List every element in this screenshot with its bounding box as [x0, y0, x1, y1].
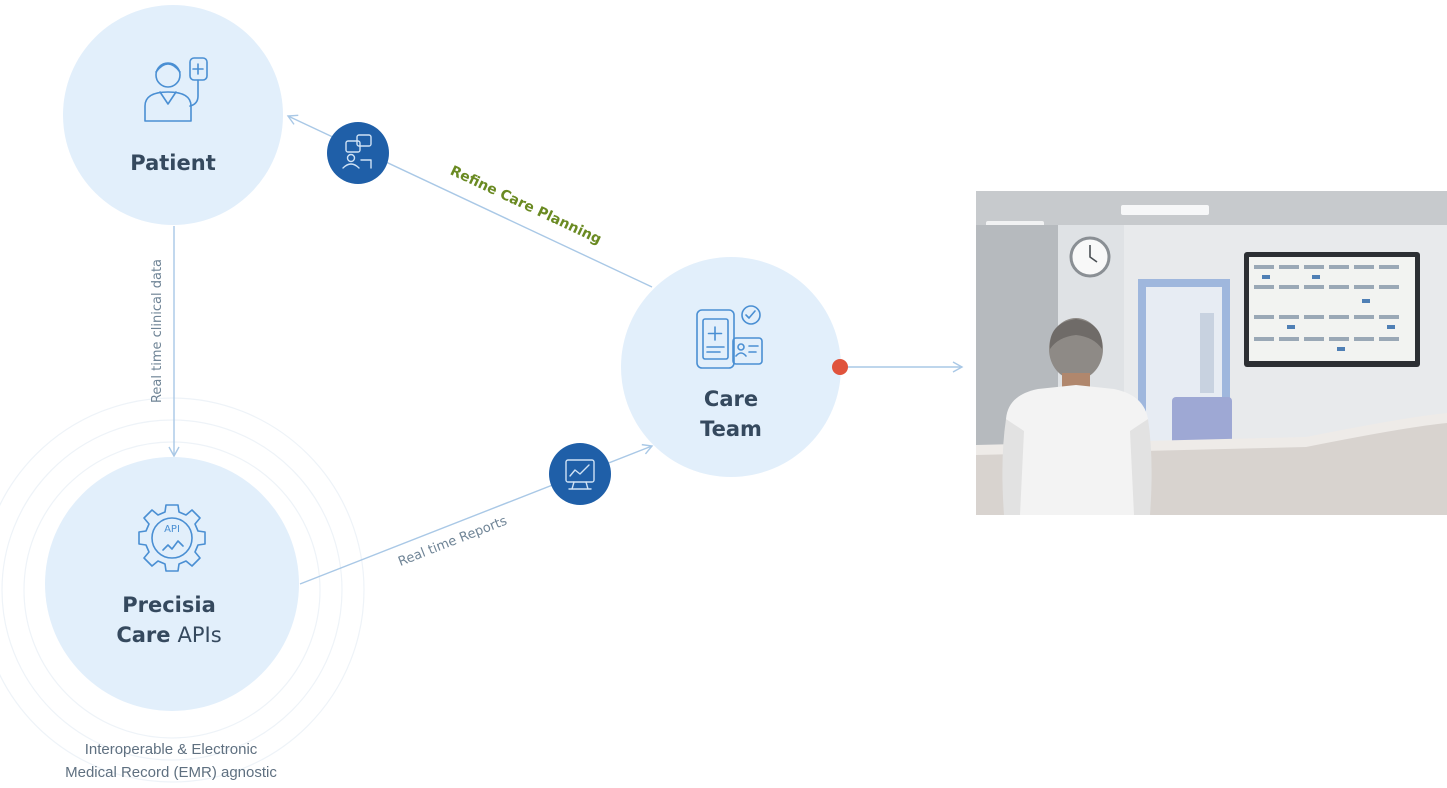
precisia-rings — [0, 397, 365, 783]
api-gear-icon — [138, 504, 206, 572]
care-planning-icon — [342, 134, 372, 169]
reports-badge — [549, 443, 611, 505]
care-planning-badge — [327, 122, 389, 184]
patient-label: Patient — [130, 151, 215, 175]
care-team-label-line2: Team — [700, 417, 762, 441]
care-team-device-icon — [696, 305, 763, 369]
care-team-node: Care Team — [621, 257, 841, 477]
refine-care-planning-label: Refine Care Planning — [448, 163, 604, 248]
precisia-label-line2: Care APIs — [116, 623, 221, 647]
nurse-figure — [1002, 318, 1152, 515]
reports-icon — [565, 459, 595, 490]
precisia-label-care: Care — [116, 623, 170, 647]
care-team-label-line1: Care — [704, 387, 758, 411]
output-marker-dot — [832, 359, 848, 375]
emr-caption-line2: Medical Record (EMR) agnostic — [65, 764, 277, 781]
clinical-data-label: Real time clinical data — [150, 259, 165, 403]
precisia-label-apis: APIs — [178, 623, 222, 647]
patient-node: Patient — [63, 5, 283, 225]
emr-caption-line1: Interoperable & Electronic — [84, 741, 258, 758]
nurse-station-illustration — [976, 191, 1447, 515]
emr-caption: Interoperable & Electronic Medical Recor… — [0, 738, 342, 784]
real-time-reports-label: Real time Reports — [396, 514, 509, 570]
precisia-label-line1: Precisia — [122, 593, 216, 617]
api-icon-text: API — [164, 524, 180, 535]
precisia-node: API Precisia Care APIs — [45, 457, 299, 711]
patient-icon — [144, 57, 208, 122]
